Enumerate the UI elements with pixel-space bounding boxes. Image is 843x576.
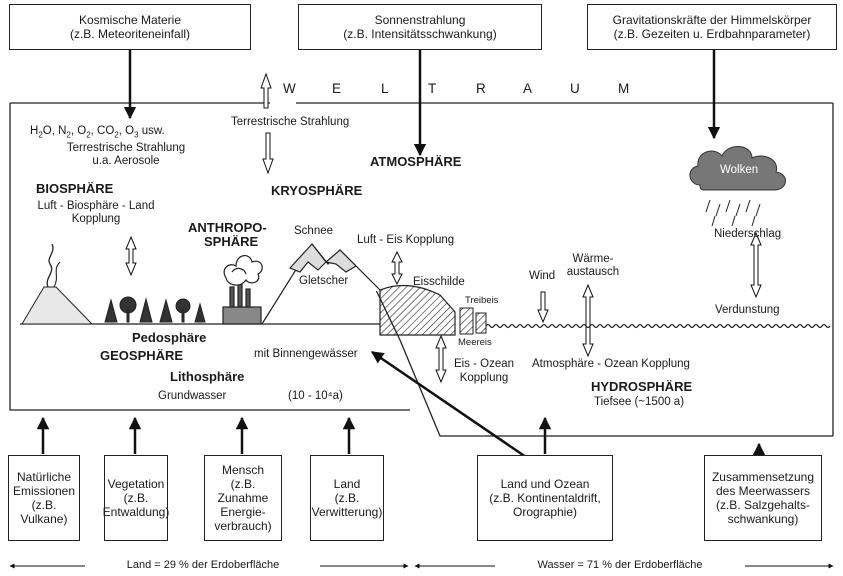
box-land: Land (z.B. Verwitterung) [310, 455, 384, 541]
terr-strahlung-down-arrow [262, 132, 274, 175]
box-line: Emissionen [12, 484, 76, 498]
box-line: Orographie) [512, 505, 578, 519]
treibeis-label: Treibeis [465, 295, 499, 306]
luft-eis-arrow [391, 250, 403, 286]
box-line: (z.B. Salzgehalts- [715, 498, 811, 512]
weltraum-letter: R [476, 81, 486, 96]
atmosphaere-label: ATMOSPHÄRE [370, 154, 462, 169]
gases-label: H2O, N2, O2, CO2, O3 usw. [30, 125, 165, 140]
box-gravitation: Gravitationskräfte der Himmelskörper (z.… [587, 4, 837, 50]
ice-sheet [379, 284, 456, 336]
volcano-icon [21, 243, 94, 325]
weltraum-letter: T [428, 81, 437, 96]
pedosphaere-label: Pedosphäre [132, 330, 207, 345]
biosphaere-label: BIOSPHÄRE [36, 181, 114, 196]
box-mensch: Mensch (z.B. Zunahme Energie- verbrauch) [204, 455, 282, 541]
box-line: Energie- [220, 505, 266, 519]
box-line2: (z.B. Gezeiten u. Erdbahnparameter) [613, 27, 811, 41]
box-line: Natürliche [16, 470, 72, 484]
box-line: Verwitterung) [311, 505, 383, 519]
bio-kopplung-1: Luft - Biosphäre - Land [37, 200, 155, 212]
box-line: (z.B. [123, 491, 149, 505]
box-line: (z.B. Kontinentaldrift, [489, 491, 601, 505]
box-line: Land [333, 477, 361, 491]
treibeis-block [459, 307, 474, 335]
terr-strahlung-mid: Terrestrische Strahlung [231, 116, 350, 128]
box-vegetation: Vegetation (z.B. Entwaldung) [102, 455, 170, 541]
lithosphaere-label: Lithosphäre [170, 369, 245, 384]
weltraum-letter: W [283, 81, 296, 96]
luft-eis-label: Luft - Eis Kopplung [357, 234, 455, 246]
schnee-label: Schnee [294, 225, 334, 237]
tiefsee-label: Tiefsee (~1500 a) [594, 396, 685, 408]
eisschilde-label: Eisschilde [413, 276, 465, 288]
mountains-icon [261, 242, 381, 325]
eis-ozean-label-1: Eis - Ozean [453, 358, 515, 370]
box-land-ozean: Land und Ozean (z.B. Kontinentaldrift, O… [477, 455, 613, 541]
trees-icon [104, 296, 206, 323]
anthropo-label-1: ANTHROPO- [188, 220, 267, 235]
ocean-surface [485, 323, 831, 329]
aerosole-label: u.a. Aerosole [92, 155, 160, 167]
niederschlag-label: Niederschlag [714, 228, 782, 240]
weltraum-letter: L [381, 81, 389, 96]
weltraum-letter: A [523, 81, 533, 96]
box-line: verbrauch) [214, 519, 272, 533]
waerme-label-1: Wärme- [572, 253, 614, 265]
footer-wasser: Wasser = 71 % der Erdoberfläche [537, 559, 703, 571]
eis-ozean-label-2: Kopplung [459, 372, 509, 384]
bio-kopplung-2: Kopplung [71, 213, 121, 225]
anthropo-label-2: SPHÄRE [204, 234, 259, 249]
box-line: Land und Ozean [500, 477, 590, 491]
box-line: Vegetation [107, 477, 165, 491]
box-natuerliche-emissionen: Natürliche Emissionen (z.B. Vulkane) [8, 455, 80, 541]
waerme-label-2: austausch [566, 266, 620, 278]
box-line: Zusammensetzung [711, 470, 815, 484]
box-line: (z.B. Zunahme [217, 477, 269, 505]
hydrosphaere-label: HYDROSPHÄRE [591, 379, 693, 394]
factory-icon [222, 255, 263, 325]
box-line: des Meerwassers [715, 484, 811, 498]
wind-label: Wind [529, 270, 556, 282]
geosphaere-label: GEOSPHÄRE [100, 348, 184, 363]
treibeis-block-2 [475, 312, 487, 334]
wind-arrow [537, 291, 549, 324]
box-meerwasser: Zusammensetzung des Meerwassers (z.B. Sa… [704, 455, 822, 541]
box-line2: (z.B. Meteoriteneinfall) [69, 27, 191, 41]
box-line1: Gravitationskräfte der Himmelskörper [612, 13, 812, 27]
eis-ozean-arrow [435, 334, 447, 384]
box-line: Entwaldung) [102, 505, 170, 519]
kryosphaere-label: KRYOSPHÄRE [271, 183, 363, 198]
wolken-label: Wolken [720, 164, 759, 176]
box-kosmische-materie: Kosmische Materie (z.B. Meteoriteneinfal… [9, 4, 251, 50]
weltraum-letter: M [618, 81, 630, 96]
binnen-label: mit Binnengewässer [254, 348, 358, 360]
grundwasser-label: Grundwasser [158, 390, 227, 402]
box-line1: Kosmische Materie [78, 13, 182, 27]
terr-strahlung-left: Terrestrische Strahlung [66, 142, 186, 154]
meereis-label: Meereis [458, 337, 492, 348]
waerme-arrow [582, 283, 594, 358]
weltraum-letter: E [332, 81, 342, 96]
bio-coupling-arrow [125, 235, 137, 277]
atm-ozean-label: Atmosphäre - Ozean Kopplung [532, 358, 690, 370]
terr-strahlung-up-arrow [260, 72, 272, 109]
box-line2: (z.B. Intensitätsschwankung) [343, 27, 497, 41]
arrow-land-ozean-diagonal [370, 350, 546, 472]
footer-land: Land = 29 % der Erdoberfläche [126, 559, 280, 571]
verdunstung-label: Verdunstung [715, 304, 780, 316]
box-sonnenstrahlung: Sonnenstrahlung (z.B. Intensitätsschwank… [298, 4, 542, 50]
cloud-icon [689, 146, 786, 227]
land-frame [9, 103, 410, 411]
box-line: Mensch [221, 463, 265, 477]
weltraum-letter: U [570, 81, 580, 96]
gletscher-label: Gletscher [299, 275, 349, 287]
box-line: schwankung) [727, 512, 799, 526]
box-line1: Sonnenstrahlung [374, 13, 466, 27]
niederschlag-verdunstung-arrow [750, 231, 762, 299]
box-line: (z.B. [334, 491, 360, 505]
box-line: (z.B. Vulkane) [20, 498, 68, 526]
grundwasser-zeit-label: (10 - 10⁴a) [288, 390, 343, 402]
